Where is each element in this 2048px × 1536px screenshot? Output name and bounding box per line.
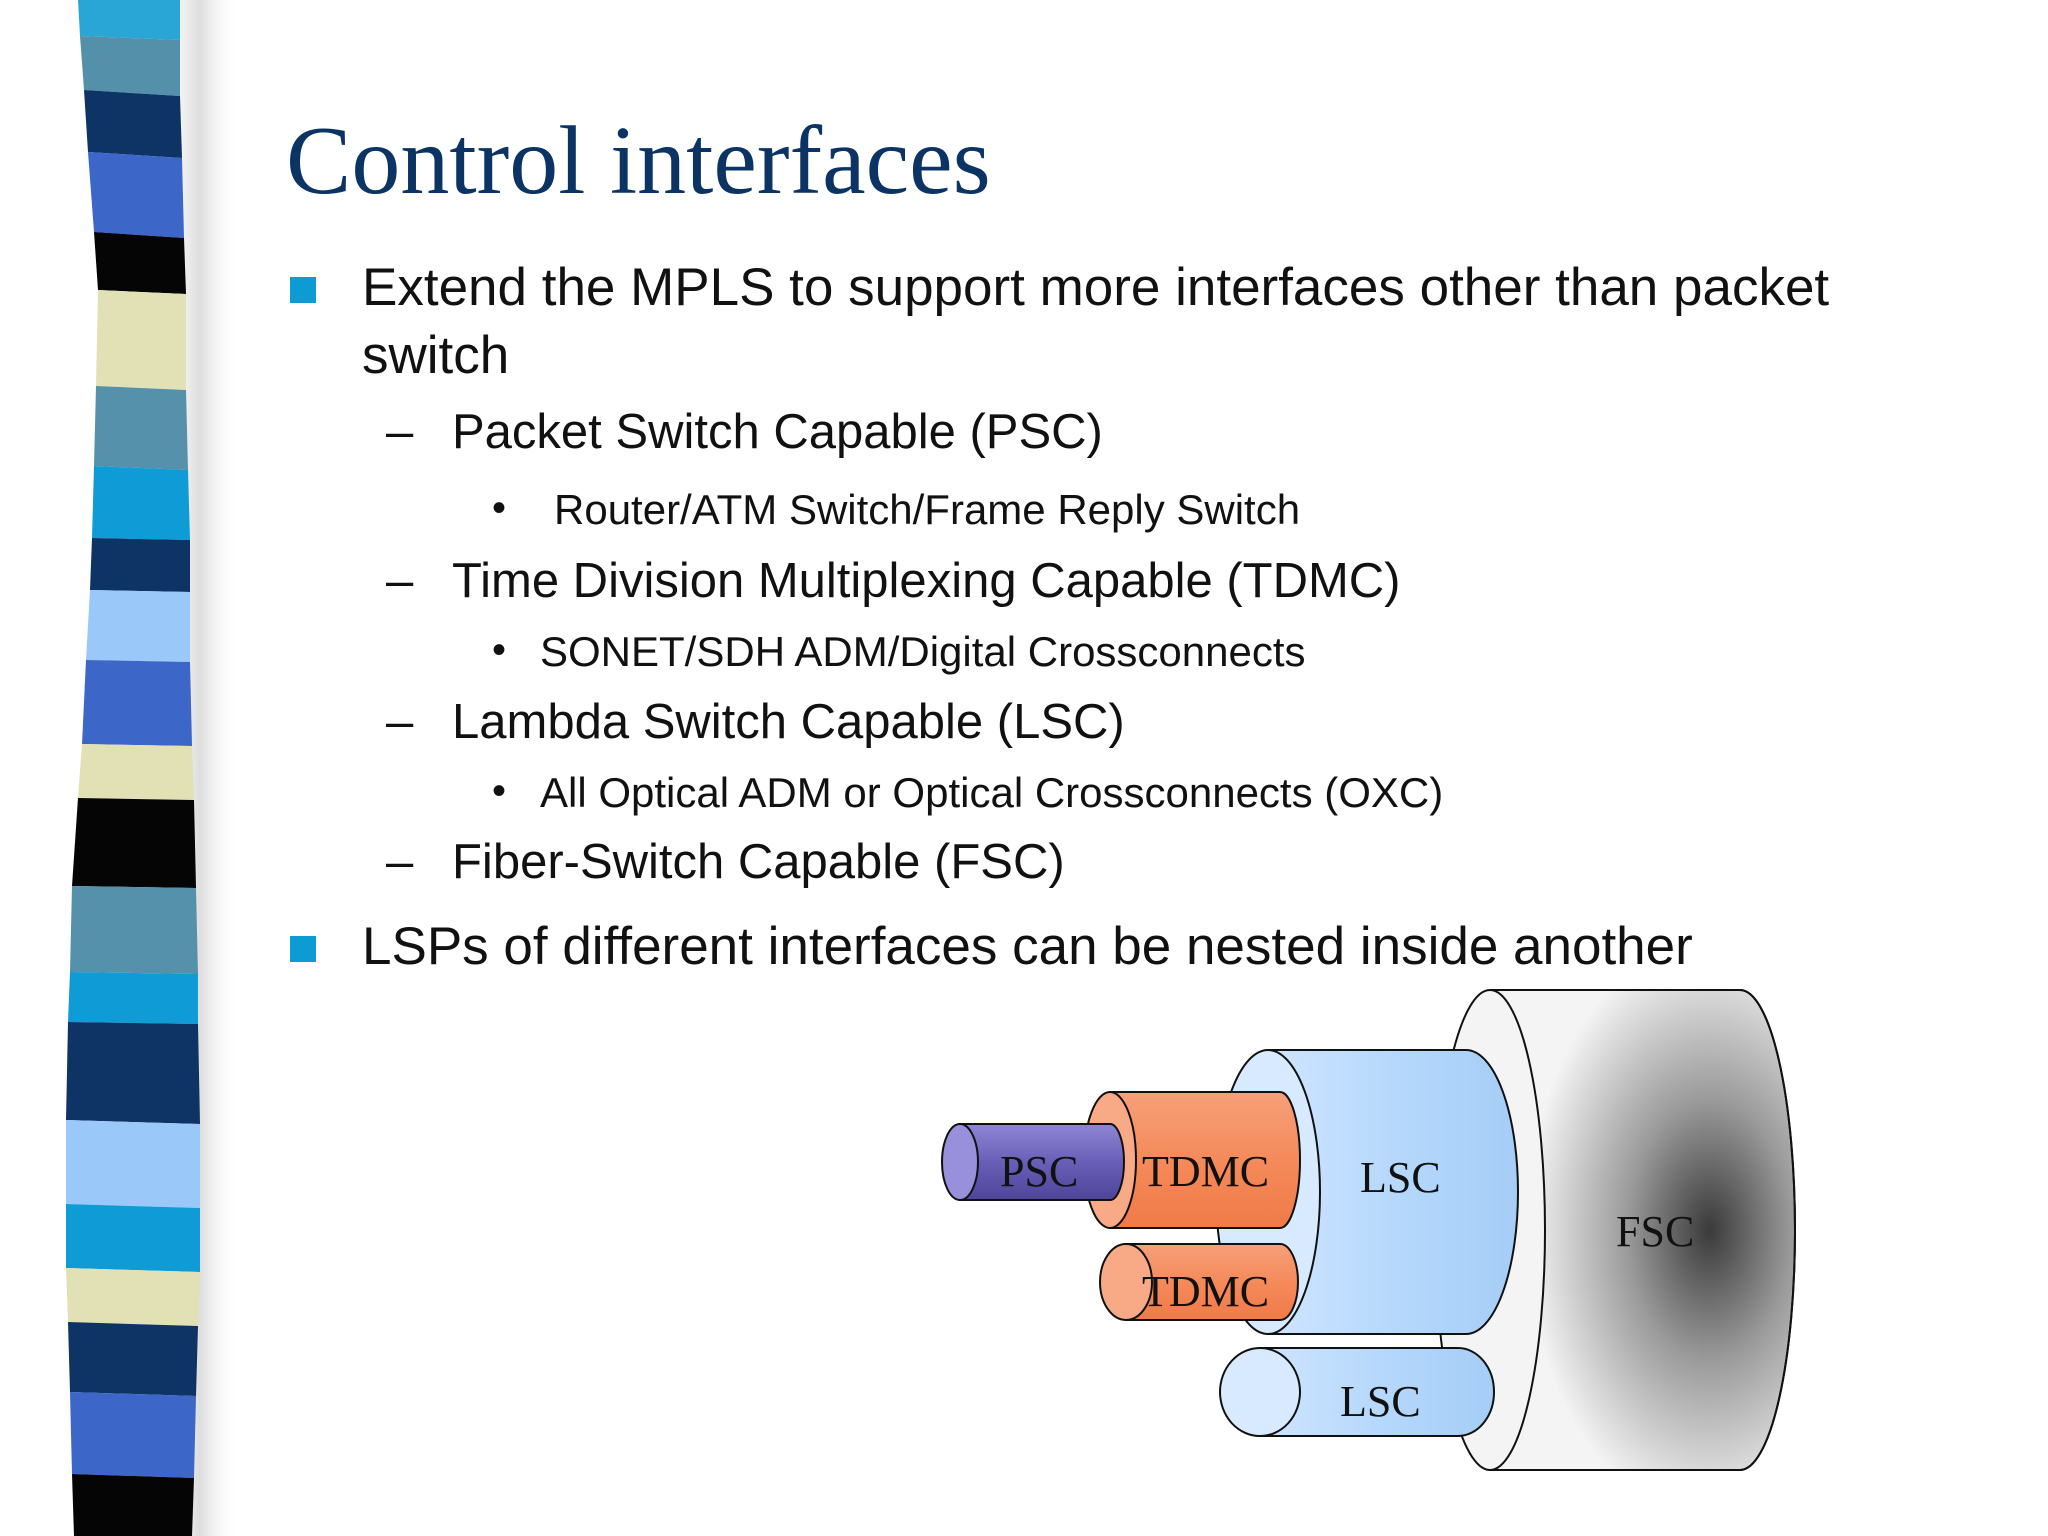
- lsc-small-cylinder: [1219, 1347, 1495, 1437]
- sub-bullet-fsc: Fiber-Switch Capable (FSC): [452, 835, 1065, 889]
- sub-detail-tdmc: SONET/SDH ADM/Digital Crossconnects: [540, 628, 1306, 675]
- psc-cylinder: [941, 1123, 1125, 1201]
- tdmc-top-cylinder: [1083, 1091, 1301, 1229]
- sub-detail-psc: Router/ATM Switch/Frame Reply Switch: [554, 486, 1301, 533]
- bullet-text: Extend the MPLS to support more interfac…: [362, 258, 1830, 317]
- fsc-label: FSC: [1616, 1207, 1694, 1256]
- dash-marker: –: [386, 405, 414, 459]
- bullet-text: LSPs of different interfaces can be nest…: [362, 917, 1693, 976]
- dot-marker: •: [492, 769, 507, 813]
- dash-marker: –: [386, 695, 414, 749]
- psc-label: PSC: [1000, 1147, 1078, 1196]
- bullet-text-continuation: switch: [362, 326, 510, 385]
- dot-marker: •: [492, 486, 507, 530]
- lsc-main-label: LSC: [1360, 1153, 1441, 1202]
- dash-marker: –: [386, 554, 414, 608]
- tdmc-bottom-label: TDMC: [1142, 1267, 1269, 1316]
- dash-marker: –: [386, 835, 414, 889]
- sub-bullet-lsc: Lambda Switch Capable (LSC): [452, 695, 1125, 749]
- tdmc-top-label: TDMC: [1142, 1147, 1269, 1196]
- dot-marker: •: [492, 628, 507, 672]
- bullet-square-icon: [290, 936, 316, 962]
- bullet-square-icon: [290, 277, 316, 303]
- lsc-small-label: LSC: [1340, 1377, 1421, 1426]
- sub-detail-lsc: All Optical ADM or Optical Crossconnects…: [540, 769, 1444, 816]
- decorative-side-strip: [66, 0, 240, 1536]
- sub-bullet-tdmc: Time Division Multiplexing Capable (TDMC…: [452, 554, 1401, 608]
- tdmc-bottom-cylinder: [1099, 1243, 1299, 1321]
- fsc-cylinder: [1434, 989, 1796, 1471]
- lsc-main-cylinder: [1215, 1049, 1519, 1335]
- slide-title: Control interfaces: [286, 107, 991, 215]
- sub-bullet-psc: Packet Switch Capable (PSC): [452, 405, 1103, 459]
